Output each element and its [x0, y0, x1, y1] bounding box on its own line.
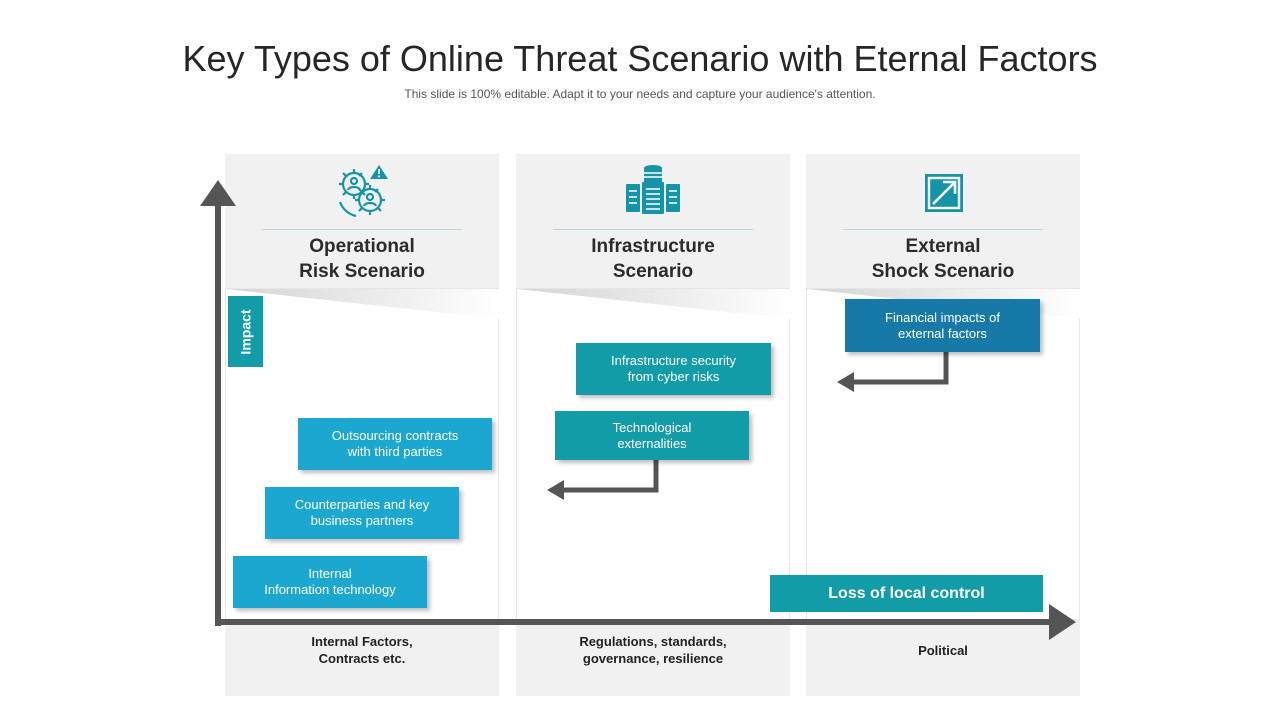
loss-of-local-control-bar: Loss of local control	[770, 575, 1043, 612]
column-title: External Shock Scenario	[871, 236, 1015, 282]
column-external: External Shock Scenario Political	[806, 154, 1081, 696]
title-divider	[262, 229, 462, 230]
bottom-label-political: Political	[918, 643, 968, 658]
slide-title: Key Types of Online Threat Scenario with…	[182, 38, 1098, 79]
panel-shading	[226, 289, 500, 319]
slide-subtitle: This slide is 100% editable. Adapt it to…	[404, 87, 876, 101]
bottom-label-regulations: Regulations, standards, governance, resi…	[579, 634, 727, 666]
title-divider	[843, 229, 1043, 230]
title-divider	[553, 229, 753, 230]
impact-axis-label: Impact	[228, 296, 263, 367]
panel-shading	[517, 289, 791, 319]
y-axis-line	[215, 198, 221, 626]
gears-people-warning-icon	[338, 165, 388, 218]
database-server-icon	[626, 165, 680, 214]
external-link-icon	[925, 174, 963, 212]
bottom-label-internal: Internal Factors, Contracts etc.	[311, 634, 413, 666]
column-title: Infrastructure Scenario	[591, 236, 715, 282]
column-title: Operational Risk Scenario	[299, 236, 425, 282]
